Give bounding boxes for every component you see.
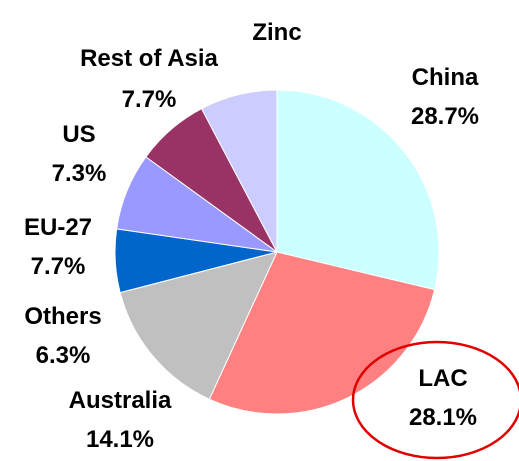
chart-title: Zinc xyxy=(252,19,301,46)
slice-label-others: Others xyxy=(24,303,101,330)
slice-label-us: US xyxy=(62,121,95,148)
slice-value-rest-of-asia: 7.7% xyxy=(122,86,177,113)
slice-value-australia: 14.1% xyxy=(86,426,154,453)
slice-value-china: 28.7% xyxy=(411,103,479,130)
pie-slice-rest-of-asia xyxy=(200,89,278,253)
slice-value-others: 6.3% xyxy=(36,342,91,369)
slice-label-australia: Australia xyxy=(69,387,172,414)
pie-slice-lac xyxy=(208,251,436,415)
lac-highlight-ellipse xyxy=(351,340,519,460)
slice-value-lac: 28.1% xyxy=(409,404,477,431)
pie-slice-australia xyxy=(119,251,278,400)
slice-label-eu27: EU-27 xyxy=(24,214,92,241)
slice-label-china: China xyxy=(412,64,479,91)
slice-value-us: 7.3% xyxy=(52,160,107,187)
slice-value-eu27: 7.7% xyxy=(31,253,86,280)
slice-label-rest-of-asia: Rest of Asia xyxy=(80,45,218,72)
pie-slices xyxy=(114,89,440,415)
slice-label-lac: LAC xyxy=(418,365,467,392)
pie-slice-china xyxy=(276,89,440,291)
